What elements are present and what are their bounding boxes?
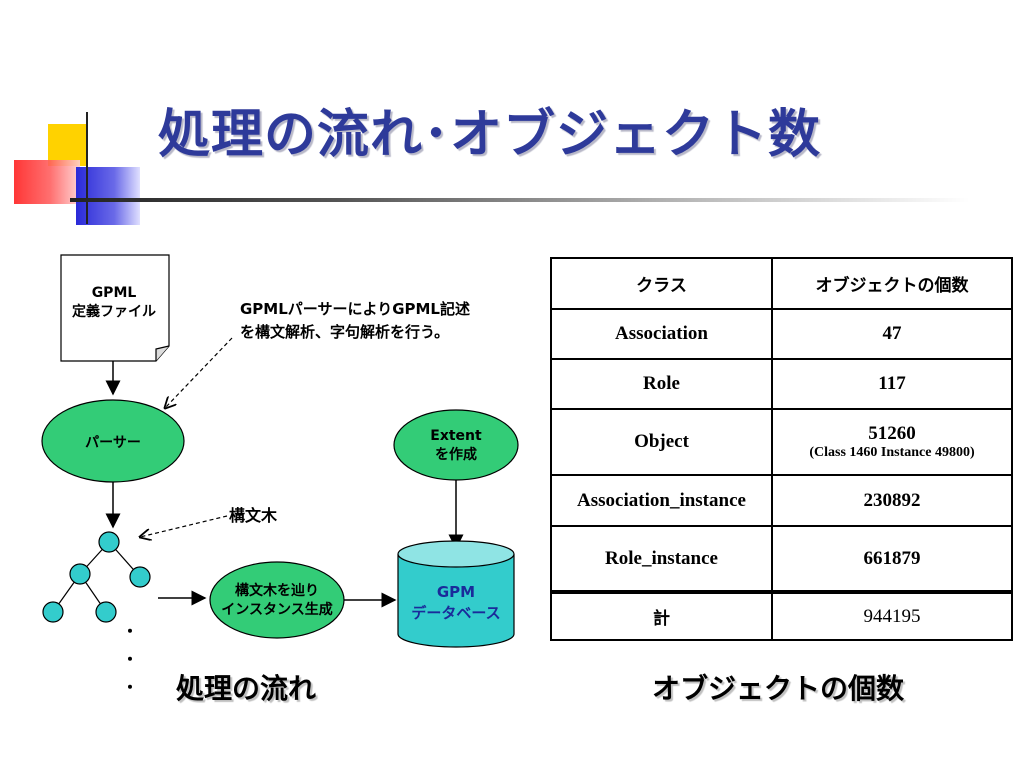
header-cell-count: オブジェクトの個数	[771, 257, 1013, 310]
object-count-table: クラス オブジェクトの個数 Association 47 Role 117 Ob…	[550, 257, 1013, 641]
table-row: Role 117	[550, 358, 1013, 410]
tree-note: 構文木	[229, 506, 278, 525]
decor-red-block	[14, 160, 80, 204]
total-label: 計	[550, 591, 773, 641]
tree-node	[42, 601, 64, 623]
file-label-line2: 定義ファイル	[72, 304, 156, 320]
arrow-note-to-parser	[165, 337, 233, 408]
database-cylinder	[397, 540, 515, 648]
db-label-line1: GPM	[436, 583, 476, 601]
extent-label-line1: Extent	[430, 428, 482, 444]
db-label-line2: データベース	[411, 604, 501, 622]
row-count-cell: 51260 (Class 1460 Instance 49800)	[771, 408, 1013, 476]
table-total-row: 計 944195	[550, 591, 1013, 641]
row-count: 117	[771, 358, 1013, 410]
row-count: 230892	[771, 474, 1013, 527]
flow-caption: 処理の流れ	[176, 672, 317, 705]
extent-label-line2: を作成	[435, 447, 477, 463]
traverse-label-line2: インスタンス生成	[221, 602, 333, 618]
row-class: Association	[550, 308, 773, 360]
extent-label: Extent を作成	[394, 427, 518, 465]
row-count: 661879	[771, 525, 1013, 593]
table-header-row: クラス オブジェクトの個数	[550, 257, 1013, 310]
tree-node	[98, 531, 120, 553]
tree-node	[95, 601, 117, 623]
tree-node	[129, 566, 151, 588]
tree-node	[69, 563, 91, 585]
row-count: 51260	[868, 423, 916, 444]
table-row: Association 47	[550, 308, 1013, 360]
parser-note: GPMLパーサーによりGPML記述 を構文解析、字句解析を行う。	[240, 298, 470, 344]
gpml-file-shape	[60, 254, 170, 362]
row-class: Role_instance	[550, 525, 773, 593]
parser-note-line1: GPMLパーサーによりGPML記述	[240, 300, 470, 318]
flow-diagram	[41, 254, 519, 648]
row-class: Object	[550, 408, 773, 476]
database-label: GPM データベース	[398, 582, 514, 624]
row-class: Role	[550, 358, 773, 410]
row-class: Association_instance	[550, 474, 773, 527]
total-count: 944195	[771, 591, 1013, 641]
table-row: Association_instance 230892	[550, 474, 1013, 527]
ellipsis-dots: ・ ・ ・	[122, 618, 138, 702]
file-label-line1: GPML	[91, 285, 137, 301]
dot: ・	[122, 622, 139, 641]
gpml-file-label: GPML 定義ファイル	[61, 284, 167, 322]
traverse-label: 構文木を辿り インスタンス生成	[210, 582, 344, 620]
dot: ・	[122, 650, 139, 669]
row-count: 47	[771, 308, 1013, 360]
syntax-tree	[42, 531, 151, 623]
table-row: Object 51260 (Class 1460 Instance 49800)	[550, 408, 1013, 476]
table-row: Role_instance 661879	[550, 525, 1013, 593]
traverse-label-line1: 構文木を辿り	[235, 583, 319, 599]
header-cell-class: クラス	[550, 257, 773, 310]
decor-vertical-line	[86, 112, 88, 224]
decor-yellow-block	[48, 124, 86, 166]
parser-label: パーサー	[85, 435, 141, 451]
parser-note-line2: を構文解析、字句解析を行う。	[240, 323, 450, 341]
dot: ・	[122, 678, 139, 697]
table-caption: オブジェクトの個数	[652, 672, 905, 705]
arrow-note-to-tree	[140, 515, 228, 537]
row-count-detail: (Class 1460 Instance 49800)	[809, 445, 975, 460]
title-underline	[70, 198, 970, 202]
page-title: 処理の流れ･オブジェクト数	[158, 105, 822, 165]
